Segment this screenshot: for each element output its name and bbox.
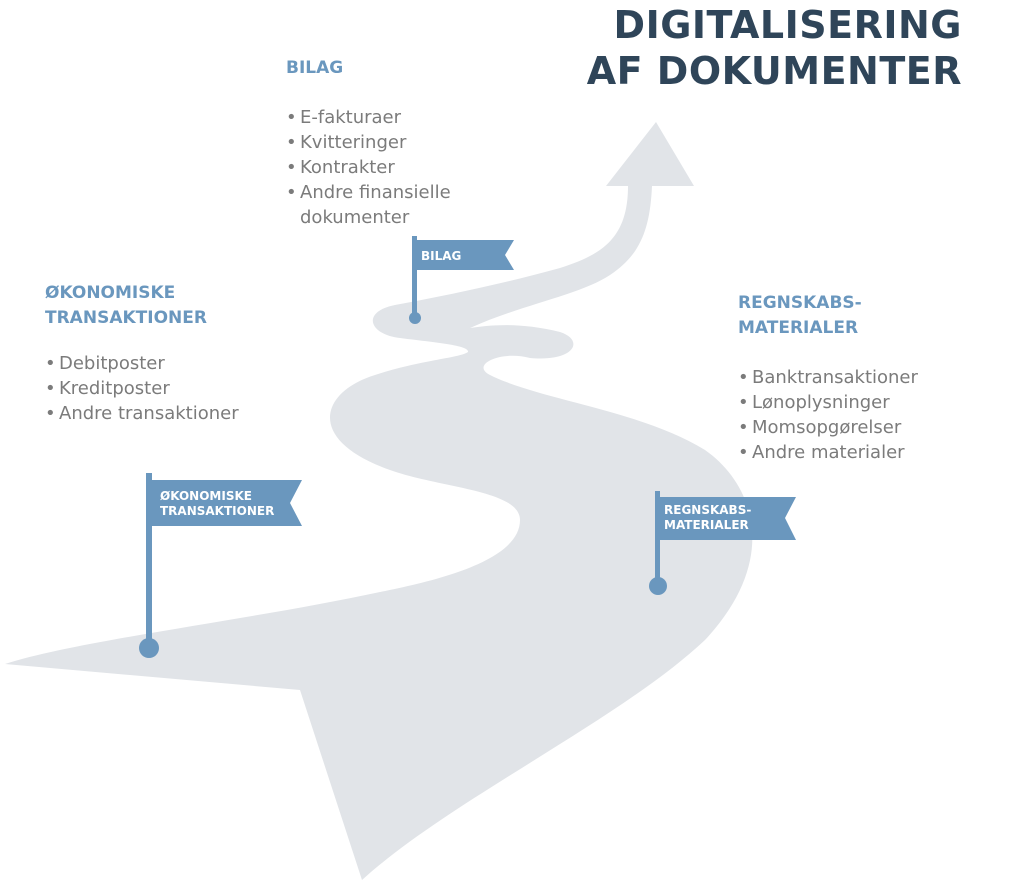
flag-label-regnskab: REGNSKABS- MATERIALER xyxy=(664,503,751,533)
regnskab-list: Banktransaktioner Lønoplysninger Momsopg… xyxy=(738,365,978,465)
heading-line-1: REGNSKABS- xyxy=(738,293,862,313)
flag-label-line-1: REGNSKABS- xyxy=(664,503,752,517)
list-item: Kreditposter xyxy=(45,376,295,401)
flag-label-okonomiske: ØKONOMISKE TRANSAKTIONER xyxy=(160,489,274,519)
list-item: Kontrakter xyxy=(286,155,506,180)
winding-road-arrow xyxy=(5,122,753,880)
flag-label-line-1: BILAG xyxy=(421,249,462,263)
heading-line-1: BILAG xyxy=(286,58,344,78)
section-heading: BILAG xyxy=(286,56,506,81)
list-item: Banktransaktioner xyxy=(738,365,978,390)
flag-banner xyxy=(150,480,302,526)
flag-pole-base xyxy=(649,577,667,595)
list-item: Andre finansielle dokumenter xyxy=(286,180,506,230)
flag-label-line-2: TRANSAKTIONER xyxy=(160,504,275,518)
section-regnskabsmaterialer: REGNSKABS- MATERIALER Banktransaktioner … xyxy=(738,291,978,465)
flag-pole xyxy=(146,473,152,649)
title-line-2: AF DOKUMENTER xyxy=(586,49,962,93)
list-item: Andre transaktioner xyxy=(45,401,295,426)
section-heading: REGNSKABS- MATERIALER xyxy=(738,291,978,341)
flag-label-bilag: BILAG xyxy=(421,249,461,264)
flag-label-line-2: MATERIALER xyxy=(664,518,749,532)
flag-pole-base xyxy=(139,638,159,658)
list-item: Momsopgørelser xyxy=(738,415,978,440)
flag-okonomiske xyxy=(139,473,302,658)
list-item: Andre materialer xyxy=(738,440,978,465)
okonomiske-list: Debitposter Kreditposter Andre transakti… xyxy=(45,351,295,426)
flag-bilag xyxy=(409,236,514,324)
flag-banner xyxy=(416,240,514,270)
section-okonomiske-transaktioner: ØKONOMISKE TRANSAKTIONER Debitposter Kre… xyxy=(45,281,295,426)
list-item: Kvitteringer xyxy=(286,130,506,155)
flag-banner xyxy=(658,497,796,540)
bilag-list: E-fakturaer Kvitteringer Kontrakter Andr… xyxy=(286,105,506,230)
flag-pole xyxy=(655,491,660,587)
section-bilag: BILAG E-fakturaer Kvitteringer Kontrakte… xyxy=(286,56,506,230)
heading-line-2: TRANSAKTIONER xyxy=(45,308,207,328)
list-item: E-fakturaer xyxy=(286,105,506,130)
heading-line-2: MATERIALER xyxy=(738,318,859,338)
flag-label-line-1: ØKONOMISKE xyxy=(160,489,252,503)
flag-regnskab xyxy=(649,491,796,595)
page-title: DIGITALISERING AF DOKUMENTER xyxy=(587,2,962,94)
list-item: Debitposter xyxy=(45,351,295,376)
heading-line-1: ØKONOMISKE xyxy=(45,283,176,303)
title-line-1: DIGITALISERING xyxy=(613,3,962,47)
flag-pole-base xyxy=(409,312,421,324)
list-item: Lønoplysninger xyxy=(738,390,978,415)
section-heading: ØKONOMISKE TRANSAKTIONER xyxy=(45,281,295,331)
flag-pole xyxy=(412,236,417,320)
